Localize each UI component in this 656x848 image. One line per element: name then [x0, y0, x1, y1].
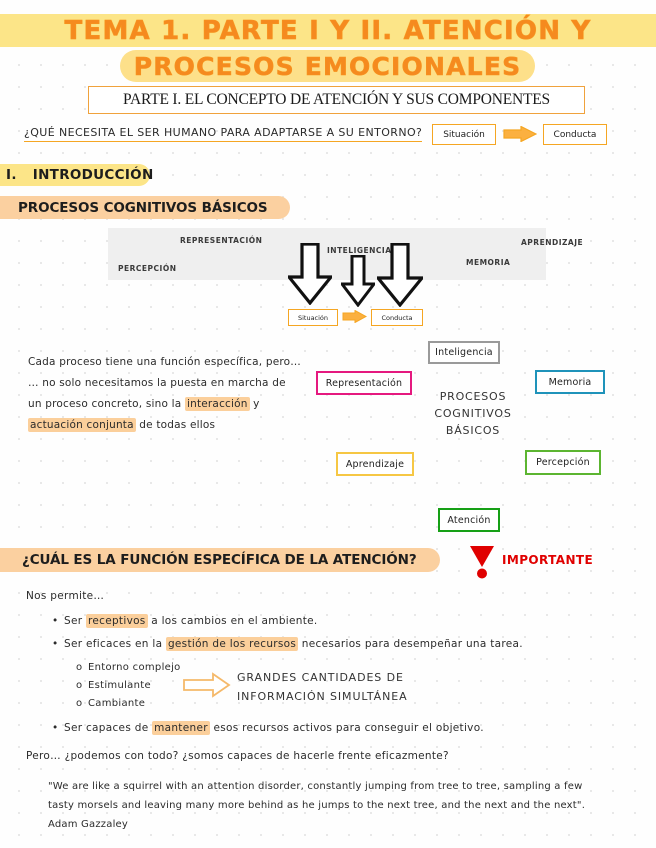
quote-line-2: tasty morsels and leaving many more behi… — [48, 800, 586, 811]
subbullet-3-label: Cambiante — [88, 698, 146, 709]
situacion-box-diagram: Situación — [288, 309, 338, 326]
section-introduccion: I. INTRODUCCIÓN — [6, 164, 154, 186]
conducta-box-diagram: Conducta — [371, 309, 423, 326]
paragraph-line-2: … no solo necesitamos la puesta en march… — [28, 377, 286, 389]
nos-permite-text: Nos permite… — [26, 590, 105, 602]
bullet-2-post: necesarios para desempeñar una tarea. — [298, 638, 523, 650]
pero-question-text: Pero… ¿podemos con todo? ¿somos capaces … — [26, 750, 449, 762]
highlight-interaccion: interacción — [184, 397, 250, 411]
subbullet-entorno-complejo: o Entorno complejo — [76, 662, 181, 673]
bullet-1-pre: Ser — [64, 615, 86, 627]
grandes-line-2: INFORMACIÓN SIMULTÁNEA — [237, 690, 408, 703]
funcion-especifica-label: ¿CUÁL ES LA FUNCIÓN ESPECÍFICA DE LA ATE… — [22, 552, 417, 568]
concept-box-atencion: Atención — [438, 508, 500, 532]
concept-box-inteligencia: Inteligencia — [428, 341, 500, 364]
bullet-2-pre: Ser eficaces en la — [64, 638, 166, 650]
subbullet-1-label: Entorno complejo — [88, 662, 181, 673]
intro-question-text: ¿QUÉ NECESITA EL SER HUMANO PARA ADAPTAR… — [24, 126, 423, 142]
warning-exclamation-icon — [470, 546, 494, 579]
title-highlight-pill — [120, 50, 535, 82]
quote-line-1: "We are like a squirrel with an attentio… — [48, 781, 583, 792]
concept-box-representacion: Representación — [316, 371, 412, 395]
paragraph-line-3-post: y — [249, 398, 260, 410]
band-label-percepcion: PERCEPCIÓN — [118, 264, 177, 273]
grandes-line-1: GRANDES CANTIDADES DE — [237, 671, 404, 684]
band-label-memoria: MEMORIA — [466, 258, 511, 267]
down-arrow-icon-1 — [288, 243, 332, 305]
subbullet-estimulante: o Estimulante — [76, 680, 151, 691]
right-arrow-icon — [503, 126, 537, 142]
bullet-gestion-recursos: • Ser eficaces en la gestión de los recur… — [52, 637, 523, 651]
introduccion-highlight — [0, 164, 150, 186]
highlight-receptivos: receptivos — [85, 614, 148, 628]
paragraph-line-3-pre: un proceso concreto, sino la — [28, 398, 185, 410]
paragraph-line-3: un proceso concreto, sino la interacción… — [28, 394, 303, 415]
situacion-box: Situación — [432, 124, 496, 145]
bullet-mantener: • Ser capaces de mantener esos recursos a… — [52, 721, 484, 735]
center-line-2: COGNITIVOS — [434, 407, 512, 420]
paragraph-line-1: Cada proceso tiene una función específic… — [28, 356, 301, 368]
subbullet-marker: o — [76, 662, 83, 673]
grandes-cantidades-note: GRANDES CANTIDADES DE INFORMACIÓN SIMULT… — [237, 668, 408, 706]
bullet-dot: • — [52, 615, 59, 627]
paragraph-line-4-post: de todas ellos — [135, 419, 216, 431]
subbullet-marker: o — [76, 698, 83, 709]
bullet-dot: • — [52, 638, 59, 650]
right-arrow-outline-icon — [183, 672, 231, 698]
down-arrow-icon-2 — [341, 255, 375, 307]
subbullet-cambiante: o Cambiante — [76, 698, 145, 709]
parte-i-heading-box: PARTE I. EL CONCEPTO DE ATENCIÓN Y SUS C… — [88, 86, 585, 114]
importante-label: IMPORTANTE — [502, 553, 594, 567]
procesos-cognitivos-label: PROCESOS COGNITIVOS BÁSICOS — [18, 199, 268, 216]
down-arrow-icon-3 — [377, 243, 423, 307]
center-line-1: PROCESOS — [439, 390, 507, 403]
center-line-3: BÁSICOS — [445, 424, 501, 437]
bullet-1-post: a los cambios en el ambiente. — [147, 615, 318, 627]
cognitive-processes-band — [108, 228, 546, 280]
highlight-gestion-recursos: gestión de los recursos — [165, 637, 299, 651]
quote-author: Adam Gazzaley — [48, 819, 129, 830]
paragraph-line-4: actuación conjunta de todas ellos — [28, 415, 303, 436]
gazzaley-quote: "We are like a squirrel with an attentio… — [48, 777, 638, 834]
band-label-aprendizaje: APRENDIZAJE — [521, 238, 584, 247]
introduccion-label: INTRODUCCIÓN — [32, 167, 154, 183]
procesos-cognitivos-highlight — [0, 196, 290, 219]
band-label-representacion: REPRESENTACIÓN — [180, 236, 263, 245]
funcion-highlight — [0, 548, 440, 572]
bullet-dot: • — [52, 722, 59, 734]
right-arrow-icon-diagram — [342, 310, 367, 323]
concept-box-memoria: Memoria — [535, 370, 605, 394]
highlight-actuacion-conjunta: actuación conjunta — [28, 418, 136, 432]
concept-box-aprendizaje: Aprendizaje — [336, 452, 414, 476]
bullet-receptivos: • Ser receptivos a los cambios en el ambi… — [52, 614, 318, 628]
subbullet-marker: o — [76, 680, 83, 691]
band-label-inteligencia: INTELIGENCIA — [327, 246, 392, 255]
concept-map-center: PROCESOS COGNITIVOS BÁSICOS — [418, 388, 528, 439]
bullet-3-pre: Ser capaces de — [64, 722, 153, 734]
introduccion-number: I. — [6, 167, 17, 183]
title-highlight-band — [0, 14, 656, 47]
cognitive-paragraph: Cada proceso tiene una función específic… — [28, 352, 303, 436]
subbullet-2-label: Estimulante — [88, 680, 151, 691]
page-title-line2: PROCESOS EMOCIONALES — [133, 51, 522, 81]
conducta-box: Conducta — [543, 124, 607, 145]
page-title-line1: TEMA 1. PARTE I Y II. ATENCIÓN Y — [64, 16, 592, 47]
concept-box-percepcion: Percepción — [525, 450, 601, 475]
highlight-mantener: mantener — [152, 721, 210, 735]
bullet-3-post: esos recursos activos para conseguir el … — [209, 722, 484, 734]
